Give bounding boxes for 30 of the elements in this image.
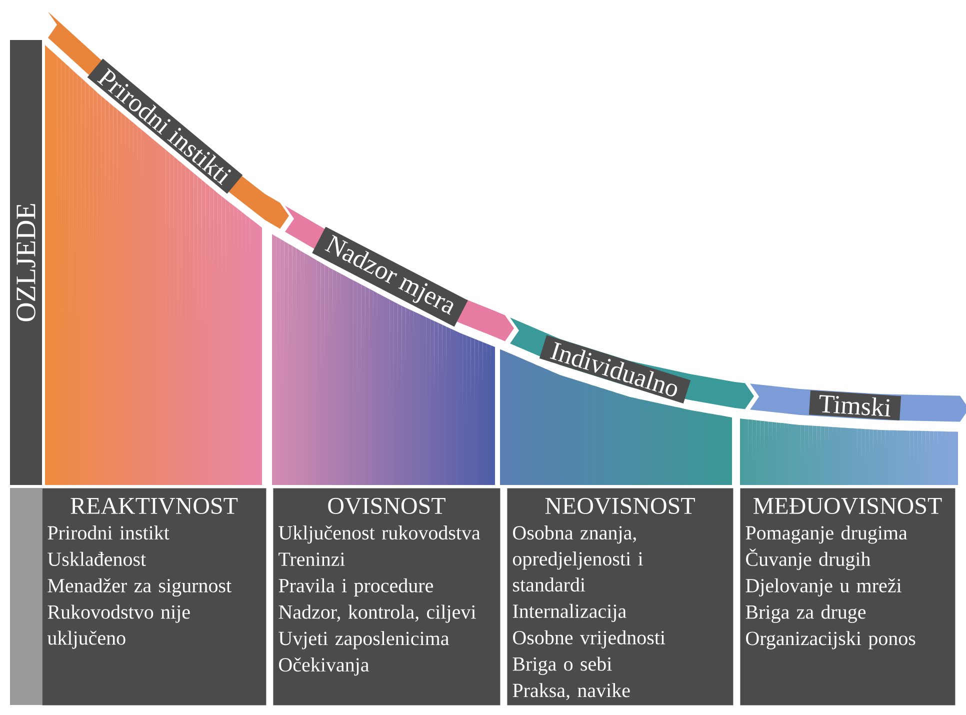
column-box	[740, 488, 956, 706]
list-item: Pomaganje drugima	[746, 526, 908, 544]
list-item: Briga o sebi	[512, 656, 612, 675]
column-box	[507, 488, 734, 706]
list-item: Prirodni instikt	[48, 526, 170, 540]
list-item: Praksa, navike	[512, 683, 630, 700]
list-item: Uključenost rukovodstva	[278, 526, 480, 544]
column-box	[273, 488, 500, 706]
list-item: Organizacijski ponos	[746, 631, 916, 650]
list-item: Internalizacija	[512, 604, 626, 622]
list-item: Treninzi	[278, 552, 345, 566]
list-item: Uvjeti zaposlenicima	[278, 631, 449, 650]
column-heading: NEOVISNOST	[545, 498, 695, 514]
column-heading: REAKTIVNOST	[70, 498, 238, 514]
list-item: Menadžer za sigurnost	[48, 578, 232, 597]
column-heading: OVISNOST	[328, 498, 446, 514]
list-item: Usklađenost	[48, 552, 146, 566]
stage-label: Timski	[808, 390, 902, 420]
list-item: Osobne vrijednosti	[513, 630, 666, 648]
list-item: Briga za druge	[746, 604, 866, 623]
list-item: Osobna znanja, opredjeljenosti i standardi	[512, 526, 643, 592]
list-item: Djelovanje u mreži	[746, 578, 902, 596]
list-item: Pravila i procedure	[278, 578, 433, 596]
list-item: Čuvanje drugih	[746, 548, 870, 570]
axis-bar: OZLJEDE	[10, 40, 42, 485]
list-item: Nadzor, kontrola, ciljevi	[278, 604, 476, 623]
list-item: Očekivanja	[279, 658, 369, 676]
column-box	[42, 488, 266, 706]
column-heading: MEĐUOVISNOST	[754, 498, 942, 514]
list-item: Rukovodstvo nije uključeno	[47, 604, 190, 649]
